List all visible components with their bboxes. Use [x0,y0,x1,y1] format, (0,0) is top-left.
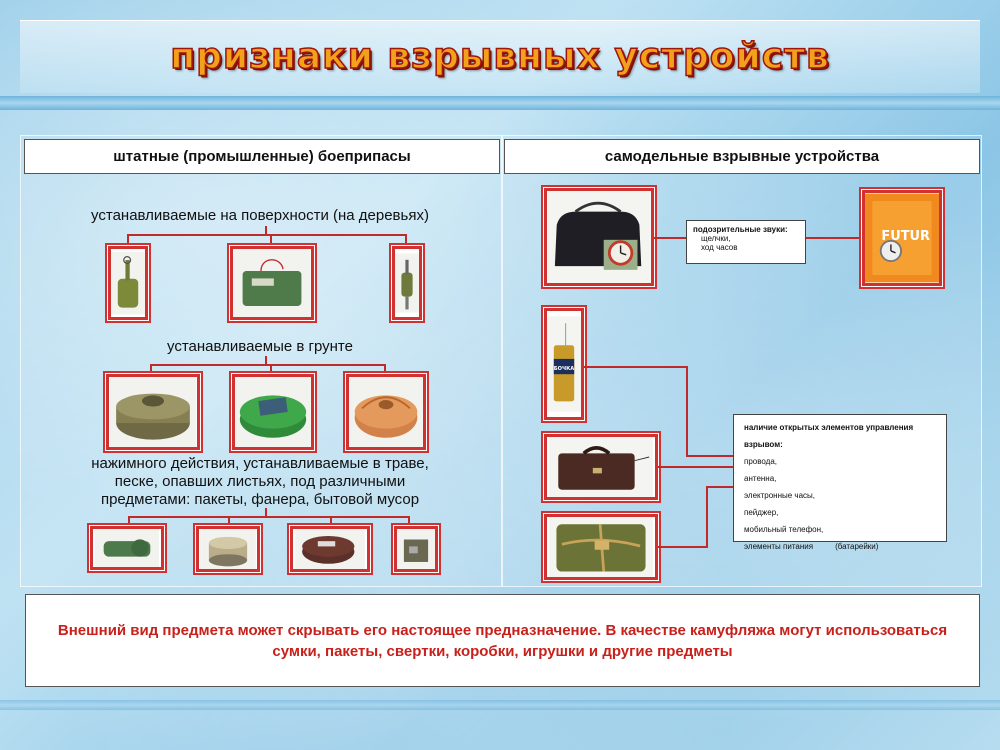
connector [405,234,407,246]
connector [658,546,708,548]
connector [128,516,410,518]
sounds-info-box: подозрительные звуки: щелчки, ход часов [686,220,806,264]
label-pressure-line-1: нажимного действия, устанавливаемые в тр… [91,455,429,472]
controls-item-power: элементы питания [744,542,814,551]
decorative-band-bottom [0,700,1000,710]
controls-box-title: наличие открытых элементов управления вз… [744,423,914,449]
sounds-item: ход часов [701,243,738,252]
mine-photo-green-mine [232,374,314,450]
warning-text: Внешний вид предмета может скрывать его … [57,621,948,660]
mine-photo-round-tan [196,526,260,572]
connector [270,234,272,246]
controls-item-last: элементы питания (батарейки) [744,538,936,555]
connector [150,364,152,374]
photo-bag-with-clock [544,188,654,286]
connector [330,516,332,526]
connector [127,234,407,236]
controls-info-box: наличие открытых элементов управления вз… [733,414,947,551]
warning-footer: Внешний вид предмета может скрывать его … [25,594,980,687]
right-panel-header: самодельные взрывные устройства [504,139,980,174]
connector [384,364,386,374]
controls-item: антенна, [744,474,777,483]
mine-photo-box-small [394,526,438,572]
sounds-item: щелчки, [701,234,731,243]
mine-photo-dark-round [290,526,370,572]
connector [806,237,864,239]
sounds-box-title: подозрительные звуки: [693,225,788,234]
mine-photo-orange-mine [346,374,426,450]
connector [265,356,267,366]
mine-photo-stake-mine [392,246,422,320]
controls-item: мобильный телефон, [744,525,824,534]
connector [686,455,734,457]
label-ground-mines: устанавливаемые в грунте [167,338,353,355]
controls-item: провода, [744,457,778,466]
left-panel [20,135,502,587]
controls-item: пейджер, [744,508,779,517]
connector [654,237,687,239]
left-panel-header: штатные (промышленные) боеприпасы [24,139,500,174]
bag-brand-text: FUTUR [881,229,930,244]
photo-wrapped-package [544,514,658,580]
connector [658,466,734,468]
connector [706,486,708,548]
connector [228,516,230,526]
connector [150,364,386,366]
title-banner [20,20,980,93]
photo-orange-bag-with-clock: FUTUR [862,190,942,286]
controls-item: электронные часы, [744,491,816,500]
photo-beer-can: БОЧКА [544,308,584,420]
photo-briefcase [544,434,658,500]
page-title: признаки взрывных устройств [169,35,830,78]
connector [408,516,410,526]
controls-item-power-note: (батарейки) [835,542,879,551]
label-pressure-line-2: песке, опавших листьях, под различными [114,473,406,490]
connector [265,226,267,236]
mine-photo-pmn-small [90,526,164,570]
connector [686,366,688,456]
can-brand-text: БОЧКА [554,366,574,372]
decorative-band-top [0,96,1000,110]
label-pressure-line-3: предметами: пакеты, фанера, бытовой мусо… [100,491,420,508]
connector [128,516,130,526]
connector [265,508,267,518]
mine-photo-grenade-stick [108,246,148,320]
mine-photo-box-mine [230,246,314,320]
connector [584,366,686,368]
connector [270,364,272,374]
label-surface-mines: устанавливаемые на поверхности (на дерев… [91,207,429,224]
connector [127,234,129,246]
connector [706,486,734,488]
mine-photo-antitank-mine [106,374,200,450]
